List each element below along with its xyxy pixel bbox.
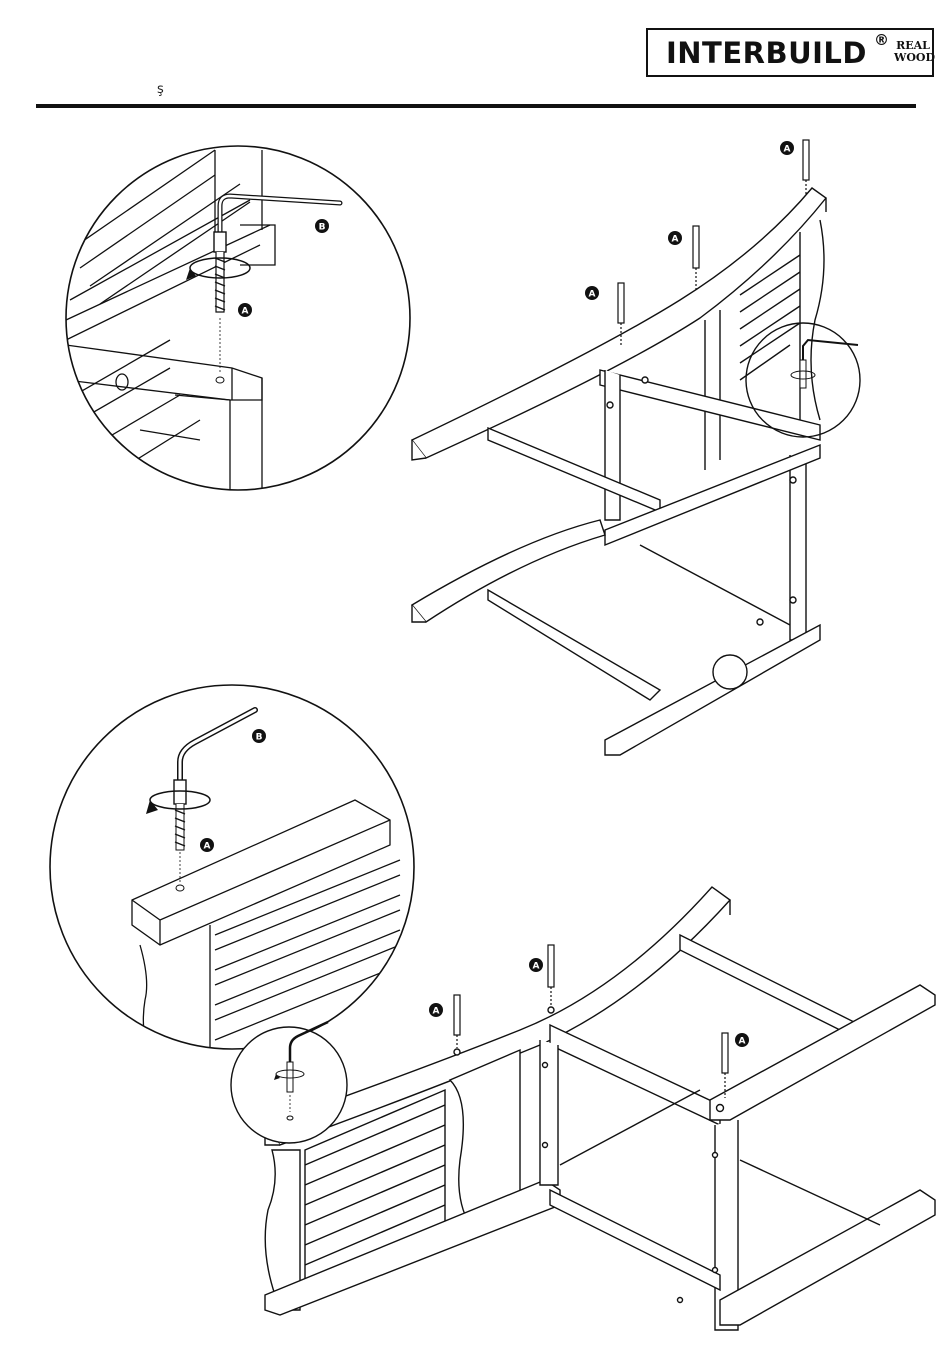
- svg-text:A: A: [433, 1007, 440, 1017]
- label-b-icon: B: [315, 219, 329, 233]
- svg-text:B: B: [256, 733, 263, 743]
- detail-callout-figure-1: [746, 323, 860, 437]
- label-a-icon: A: [780, 141, 794, 155]
- label-b-icon: B: [252, 729, 266, 743]
- svg-text:A: A: [784, 145, 791, 155]
- label-a-icon: A: [238, 303, 252, 317]
- label-a-icon: A: [529, 958, 543, 972]
- svg-text:B: B: [319, 223, 326, 233]
- svg-text:A: A: [589, 290, 596, 300]
- label-a-icon: A: [585, 286, 599, 300]
- svg-text:A: A: [739, 1037, 746, 1047]
- svg-text:A: A: [204, 842, 211, 852]
- chair-frame-figure-1: [412, 188, 826, 755]
- label-a-icon: A: [735, 1033, 749, 1047]
- svg-text:A: A: [533, 962, 540, 972]
- label-a-icon: A: [429, 1003, 443, 1017]
- svg-text:A: A: [672, 235, 679, 245]
- svg-text:A: A: [242, 307, 249, 317]
- label-a-icon: A: [200, 838, 214, 852]
- label-a-icon: A: [668, 231, 682, 245]
- detail-circle-2: B A: [50, 685, 414, 1060]
- detail-circle-1: B A: [66, 146, 410, 490]
